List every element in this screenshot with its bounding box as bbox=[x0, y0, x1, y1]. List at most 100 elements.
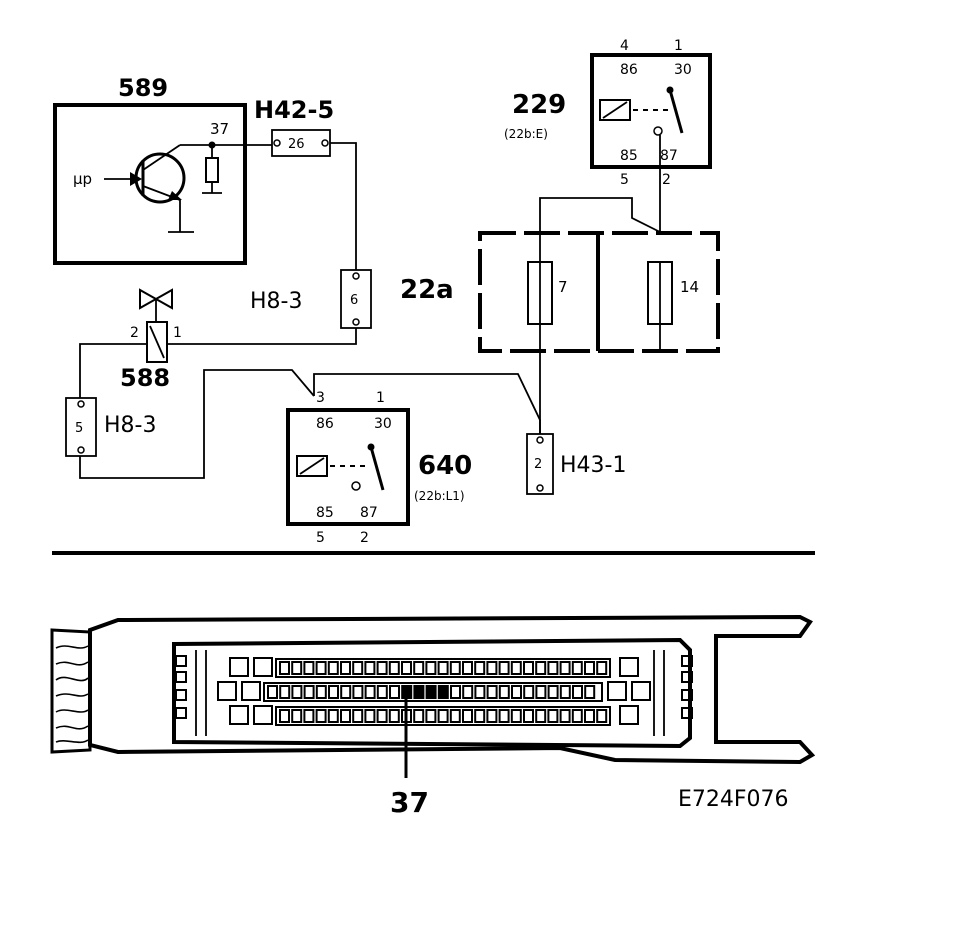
connector-h42-5-pin: 26 bbox=[288, 137, 305, 152]
small-pin bbox=[279, 685, 291, 699]
small-pin bbox=[547, 661, 559, 675]
wire-relay-640-to-h43-1 bbox=[313, 373, 541, 434]
small-pin bbox=[559, 685, 571, 699]
small-pin bbox=[547, 709, 559, 723]
small-pin bbox=[291, 709, 303, 723]
small-pin bbox=[571, 709, 583, 723]
relay-229-label: 229 bbox=[512, 90, 566, 120]
small-pin bbox=[303, 685, 315, 699]
small-pin bbox=[584, 661, 595, 675]
small-pin bbox=[315, 685, 327, 699]
small-pin bbox=[584, 685, 596, 699]
relay-229-pin-1: 1 bbox=[674, 38, 683, 54]
relay-229-pin-2: 2 bbox=[662, 172, 671, 188]
relay-229-switch-icon bbox=[653, 86, 684, 136]
figure-code: E724F076 bbox=[678, 787, 789, 812]
relay-640-pin-3: 3 bbox=[316, 390, 325, 406]
connector-h8-3-top-label: H8-3 bbox=[250, 289, 302, 314]
small-pin bbox=[437, 709, 449, 723]
small-pin bbox=[401, 661, 412, 675]
small-pin bbox=[279, 661, 290, 675]
pullup-resistor-icon bbox=[202, 141, 222, 194]
small-pin bbox=[413, 661, 425, 675]
small-pin bbox=[596, 661, 608, 675]
relay-229-coil-icon bbox=[599, 99, 631, 121]
relay-640: 3 1 86 30 85 87 5 2 640 (22b:L1) bbox=[286, 390, 472, 546]
wire-h8-3-to-relay-640 bbox=[79, 369, 315, 479]
small-pin bbox=[462, 661, 473, 675]
small-pin bbox=[523, 709, 534, 723]
small-pin bbox=[498, 709, 510, 723]
small-pin bbox=[327, 709, 339, 723]
small-pin bbox=[559, 661, 571, 675]
connector-h8-3-bottom: 5 H8-3 bbox=[65, 397, 156, 457]
relay-229-pin-4: 4 bbox=[620, 38, 629, 54]
large-pin bbox=[229, 657, 249, 677]
small-pin bbox=[413, 685, 425, 699]
small-pin bbox=[364, 709, 376, 723]
large-pin bbox=[217, 681, 237, 701]
connector-h8-3-bottom-label: H8-3 bbox=[104, 413, 156, 438]
small-pin bbox=[340, 685, 352, 699]
small-pin bbox=[364, 661, 376, 675]
microprocessor-input-label: µp bbox=[73, 170, 92, 188]
solenoid-coil-icon bbox=[146, 321, 168, 363]
small-pin bbox=[511, 685, 522, 699]
small-pin bbox=[486, 661, 498, 675]
small-pin bbox=[291, 661, 303, 675]
pin-row-frame bbox=[275, 658, 611, 678]
large-pin bbox=[253, 657, 273, 677]
small-pin bbox=[498, 685, 510, 699]
valve-588: 2 1 588 bbox=[120, 288, 182, 392]
relay-640-terminal-86: 86 bbox=[316, 416, 334, 432]
small-pin bbox=[523, 685, 535, 699]
pin-37-callout-label: 37 bbox=[390, 786, 429, 819]
pin-row-frame bbox=[275, 706, 611, 726]
small-pin bbox=[498, 661, 510, 675]
small-pin bbox=[535, 661, 547, 675]
small-pin bbox=[376, 709, 388, 723]
small-pin bbox=[389, 685, 400, 699]
relay-229-pin-5: 5 bbox=[620, 172, 629, 188]
fuse-14-icon bbox=[647, 261, 673, 325]
connector-h43-1-pin: 2 bbox=[534, 457, 542, 472]
connector-h8-3-top-pin: 6 bbox=[350, 293, 358, 308]
relay-640-pin-2: 2 bbox=[360, 530, 369, 546]
relay-640-pin-1: 1 bbox=[376, 390, 385, 406]
valve-pin-2: 2 bbox=[130, 325, 139, 341]
fuse-7-label: 7 bbox=[558, 278, 568, 296]
valve-icon bbox=[139, 288, 173, 322]
small-pin bbox=[315, 709, 327, 723]
small-pin bbox=[559, 709, 571, 723]
small-pin bbox=[437, 661, 449, 675]
small-pin bbox=[535, 685, 547, 699]
small-pin bbox=[523, 661, 534, 675]
relay-229: 4 1 86 30 85 87 5 2 229 (22b:E) bbox=[504, 38, 712, 188]
small-pin bbox=[425, 661, 437, 675]
small-pin bbox=[328, 685, 339, 699]
relay-640-terminal-30: 30 bbox=[374, 416, 392, 432]
valve-588-label: 588 bbox=[120, 364, 170, 392]
connector-h42-5: H42-5 26 bbox=[254, 96, 334, 157]
wire-valve-to-h8-3-bottom bbox=[79, 343, 147, 398]
small-pin bbox=[327, 661, 339, 675]
fuse-14-label: 14 bbox=[680, 278, 699, 296]
transistor-icon bbox=[134, 144, 212, 233]
large-pin bbox=[241, 681, 261, 701]
small-pin bbox=[425, 709, 437, 723]
small-pin bbox=[449, 709, 461, 723]
small-pin bbox=[388, 709, 400, 723]
small-pin bbox=[572, 685, 583, 699]
relay-640-switch-icon bbox=[351, 443, 385, 491]
large-pin bbox=[631, 681, 651, 701]
small-pin bbox=[449, 661, 461, 675]
relay-229-terminal-30: 30 bbox=[674, 62, 692, 78]
relay-640-reference: (22b:L1) bbox=[414, 489, 465, 503]
ecu-connector-drawing bbox=[50, 614, 816, 778]
small-pin bbox=[510, 709, 522, 723]
small-pin bbox=[267, 685, 278, 699]
small-pin bbox=[596, 709, 608, 723]
relay-640-terminal-87: 87 bbox=[360, 505, 378, 521]
small-pin bbox=[450, 685, 461, 699]
